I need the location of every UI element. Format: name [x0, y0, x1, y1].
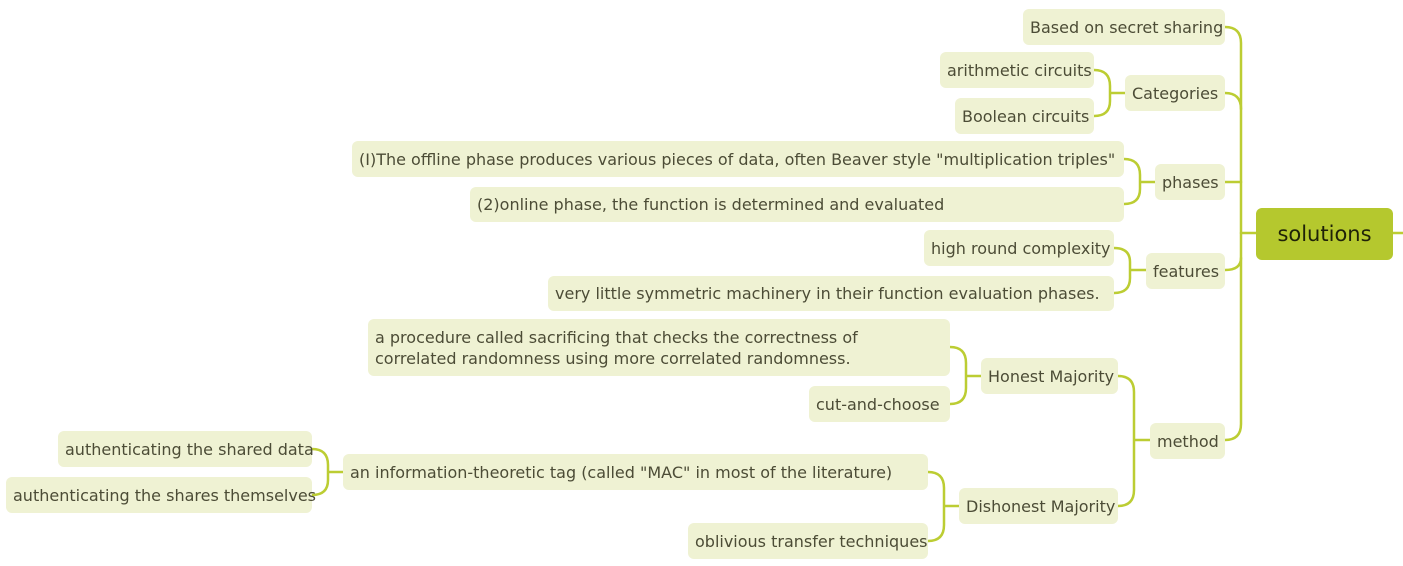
edge-spine [1223, 25, 1243, 442]
edge-features-children [1112, 246, 1148, 295]
node-high-round-complexity[interactable]: high round complexity [924, 230, 1114, 266]
node-boolean-circuits[interactable]: Boolean circuits [955, 98, 1094, 134]
node-based-on-secret-sharing[interactable]: Based on secret sharing [1023, 9, 1225, 45]
node-cut-and-choose[interactable]: cut-and-choose [809, 386, 950, 422]
node-little-symmetric-machinery[interactable]: very little symmetric machinery in their… [548, 276, 1114, 311]
root-node-solutions[interactable]: solutions [1256, 208, 1393, 260]
node-sacrificing-procedure[interactable]: a procedure called sacrificing that chec… [368, 319, 950, 376]
node-authenticating-shares[interactable]: authenticating the shares themselves [6, 477, 316, 513]
node-categories[interactable]: Categories [1125, 75, 1225, 111]
node-authenticating-shared-data[interactable]: authenticating the shared data [58, 431, 314, 467]
edge-dishonest-children [926, 470, 961, 543]
node-phases[interactable]: phases [1155, 164, 1225, 200]
node-offline-phase[interactable]: (I)The offline phase produces various pi… [352, 141, 1124, 177]
node-arithmetic-circuits[interactable]: arithmetic circuits [940, 52, 1094, 88]
node-honest-majority[interactable]: Honest Majority [981, 358, 1118, 394]
node-dishonest-majority[interactable]: Dishonest Majority [959, 488, 1118, 524]
node-oblivious-transfer[interactable]: oblivious transfer techniques [688, 523, 928, 559]
edge-phases-children [1122, 157, 1157, 206]
node-method[interactable]: method [1150, 423, 1225, 459]
node-features[interactable]: features [1146, 253, 1225, 289]
node-online-phase[interactable]: (2)online phase, the function is determi… [470, 187, 1124, 222]
edge-features [1223, 256, 1243, 272]
edge-categories-children [1092, 68, 1127, 118]
node-mac-tag[interactable]: an information-theoretic tag (called "MA… [343, 454, 928, 490]
edge-honest-children [948, 345, 983, 406]
edge-method-children [1116, 374, 1152, 508]
edge-mac-children [310, 447, 345, 497]
edge-categories [1223, 91, 1243, 111]
